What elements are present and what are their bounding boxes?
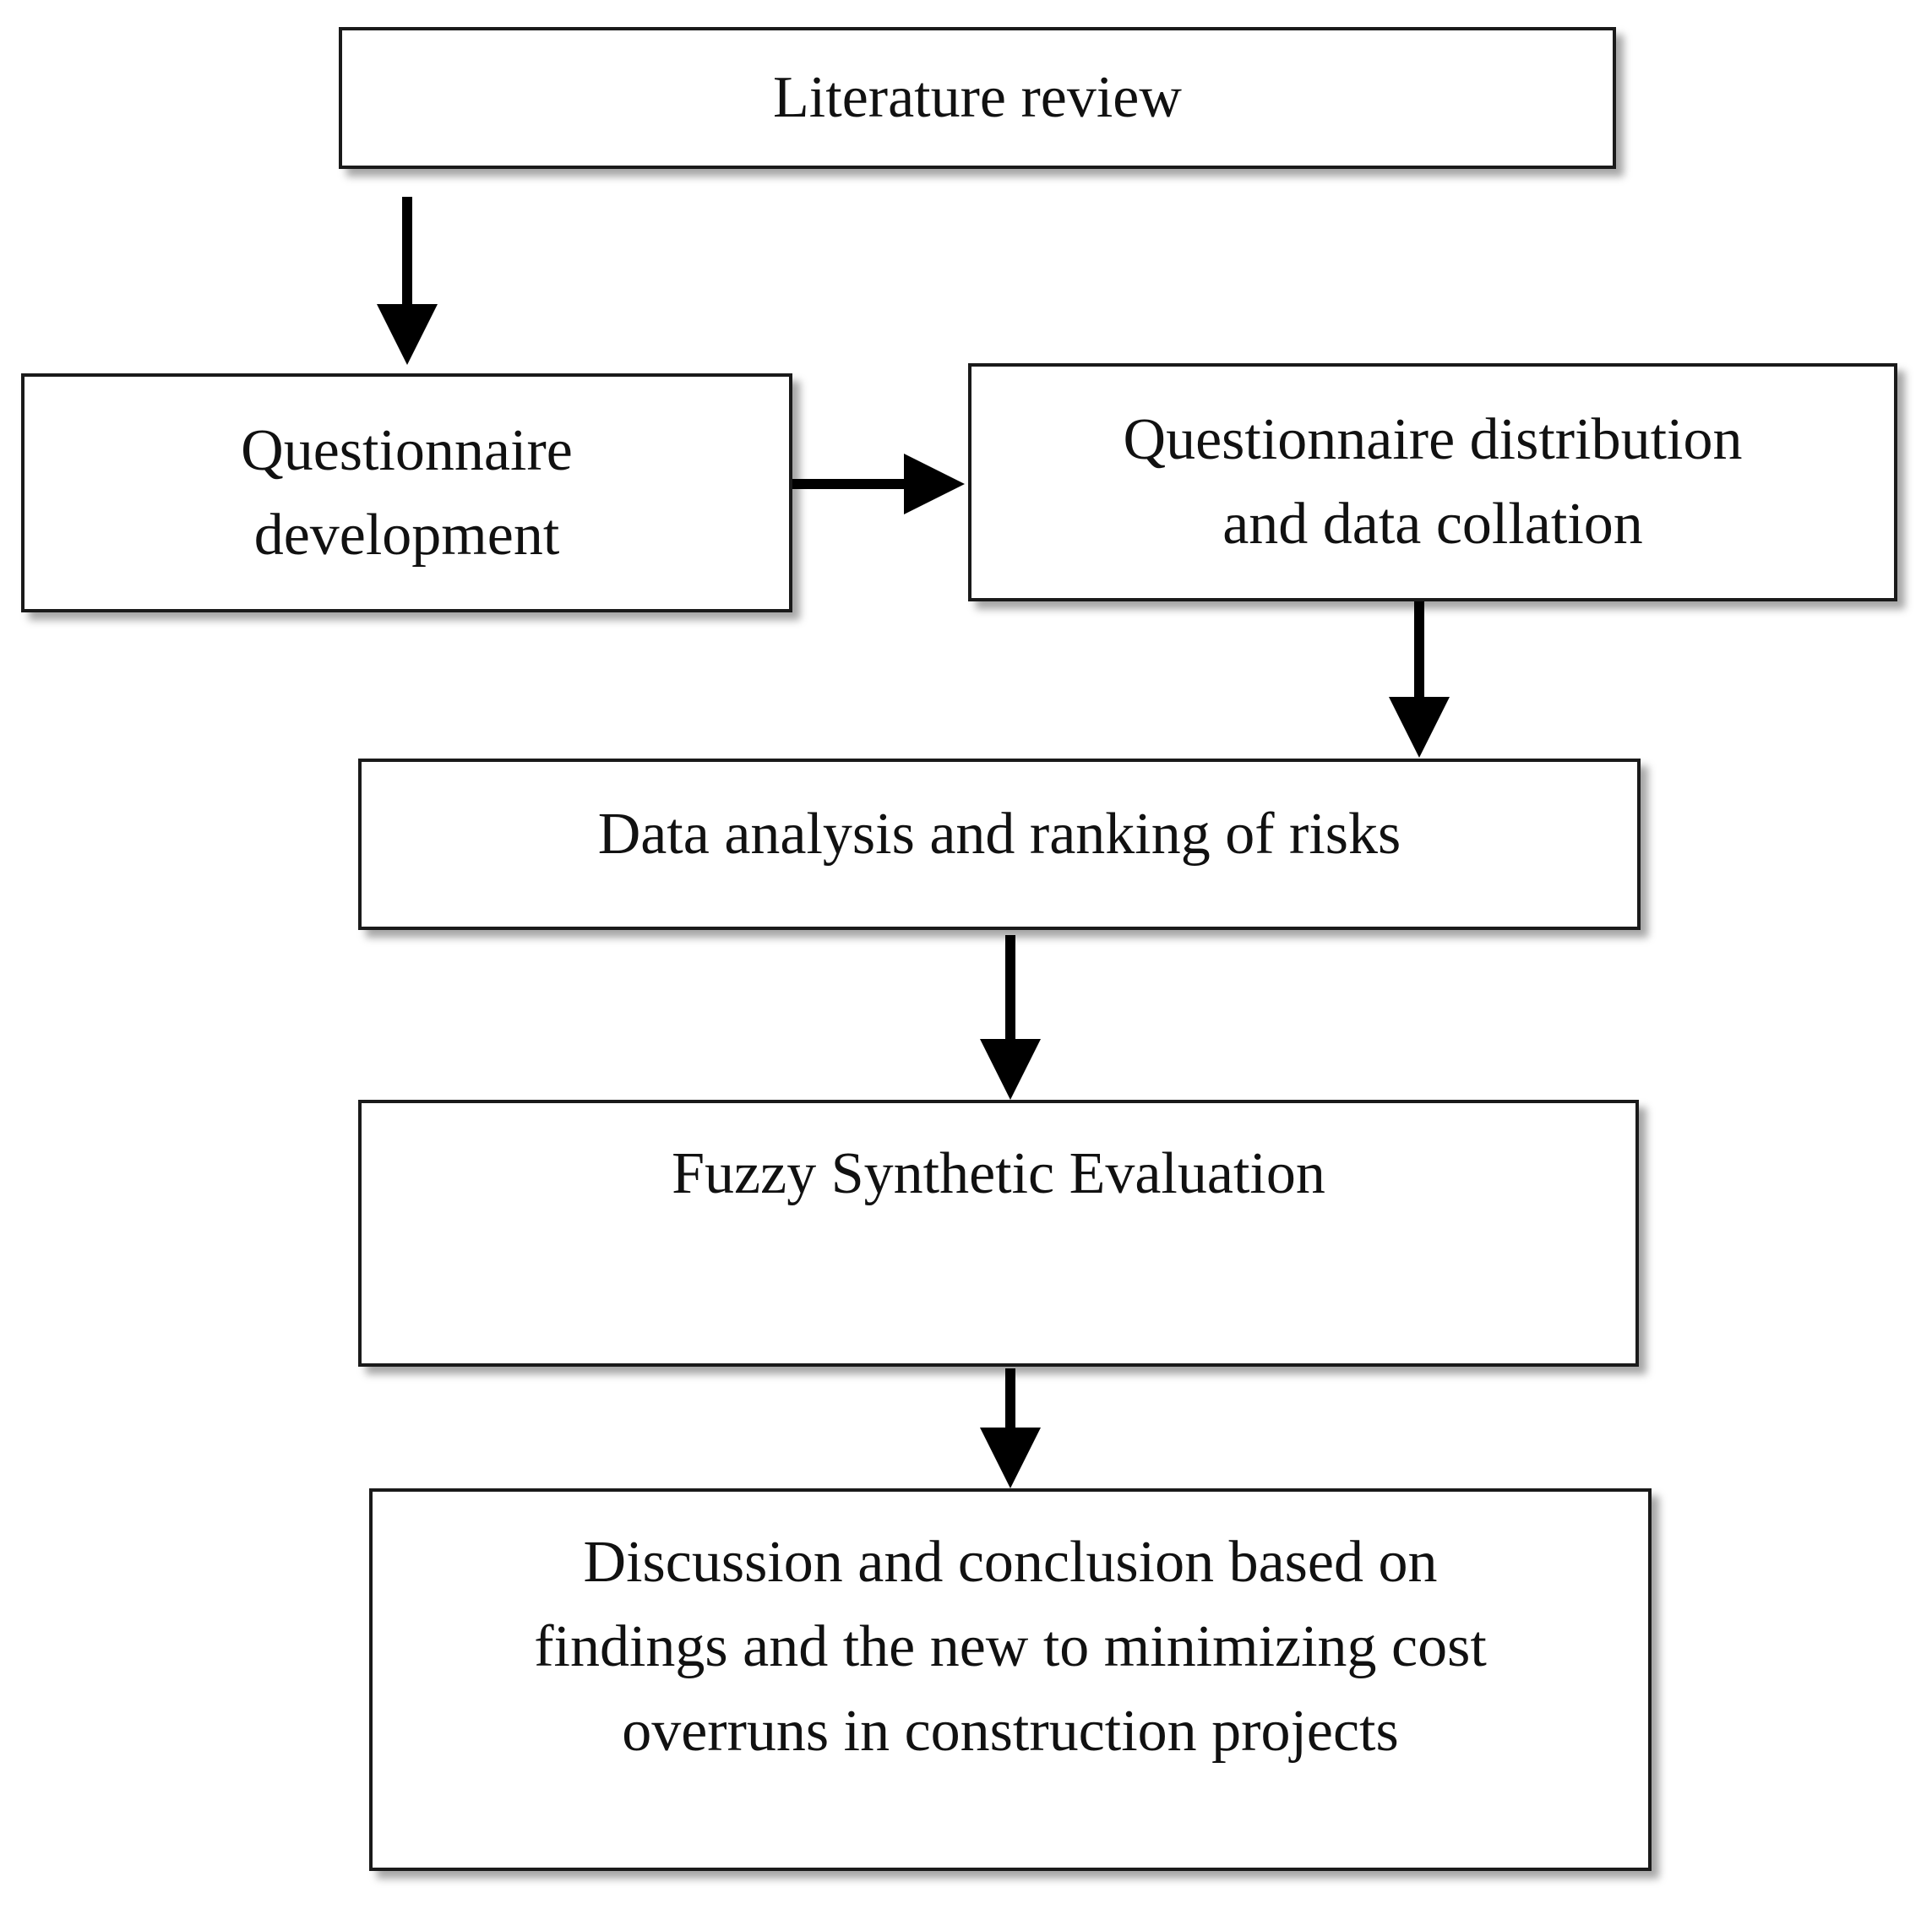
node-label: Fuzzy Synthetic Evaluation (672, 1141, 1325, 1206)
node-questionnaire-development: Questionnaire development (21, 373, 792, 612)
node-label: Data analysis and ranking of risks (597, 801, 1401, 867)
node-literature-review: Literature review (339, 27, 1616, 169)
node-label: Questionnaire development (241, 417, 573, 568)
node-label: Discussion and conclusion based on findi… (534, 1530, 1487, 1764)
node-fuzzy-synthetic-evaluation: Fuzzy Synthetic Evaluation (358, 1100, 1639, 1367)
node-discussion-conclusion: Discussion and conclusion based on findi… (369, 1488, 1652, 1871)
node-label: Questionnaire distribution and data coll… (1123, 407, 1743, 557)
node-questionnaire-distribution: Questionnaire distribution and data coll… (968, 363, 1897, 601)
node-data-analysis: Data analysis and ranking of risks (358, 759, 1641, 930)
node-label: Literature review (773, 65, 1182, 130)
